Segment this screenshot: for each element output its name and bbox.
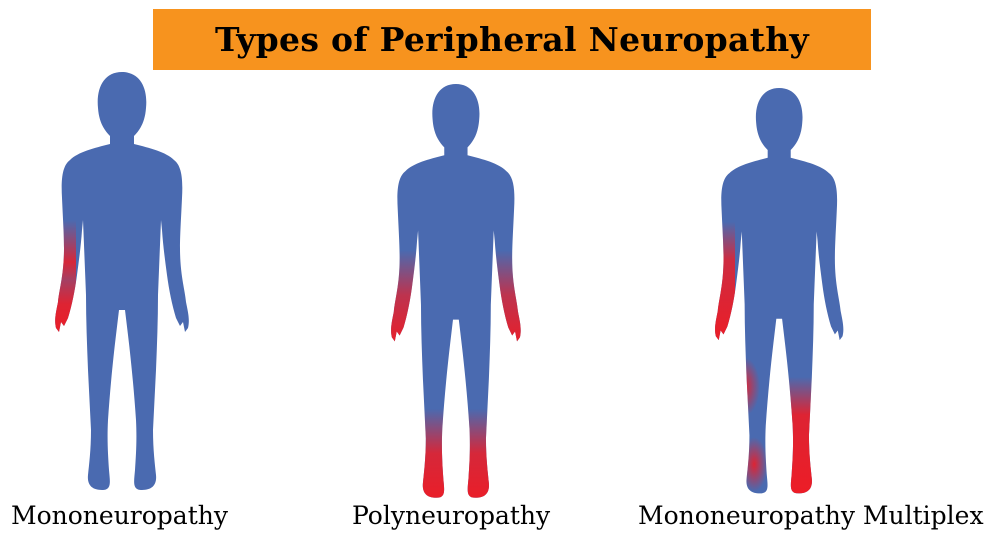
caption-mononeuropathy-multiplex: Mononeuropathy Multiplex [638,496,984,536]
affected-area-left-foot [741,437,768,491]
body-silhouette [388,82,524,510]
caption-polyneuropathy: Polyneuropathy [352,496,550,536]
affected-area-left-knee [729,358,760,416]
affected-area-left-arm [712,222,735,348]
caption-mononeuropathy: Mononeuropathy [11,496,228,536]
affected-area-left-arm [52,220,76,340]
figure-polyneuropathy [388,82,528,514]
affected-area-left-hand [388,250,417,349]
affected-area-feet [417,409,495,508]
body-silhouette [712,86,846,505]
affected-area-right-leg [781,377,819,503]
page-title: Types of Peripheral Neuropathy [215,20,809,59]
title-banner: Types of Peripheral Neuropathy [153,9,871,70]
figure-mononeuropathy [52,70,192,502]
body-silhouette [52,70,192,502]
figure-mononeuropathy-multiplex [712,86,852,518]
affected-area-right-hand [495,250,524,349]
